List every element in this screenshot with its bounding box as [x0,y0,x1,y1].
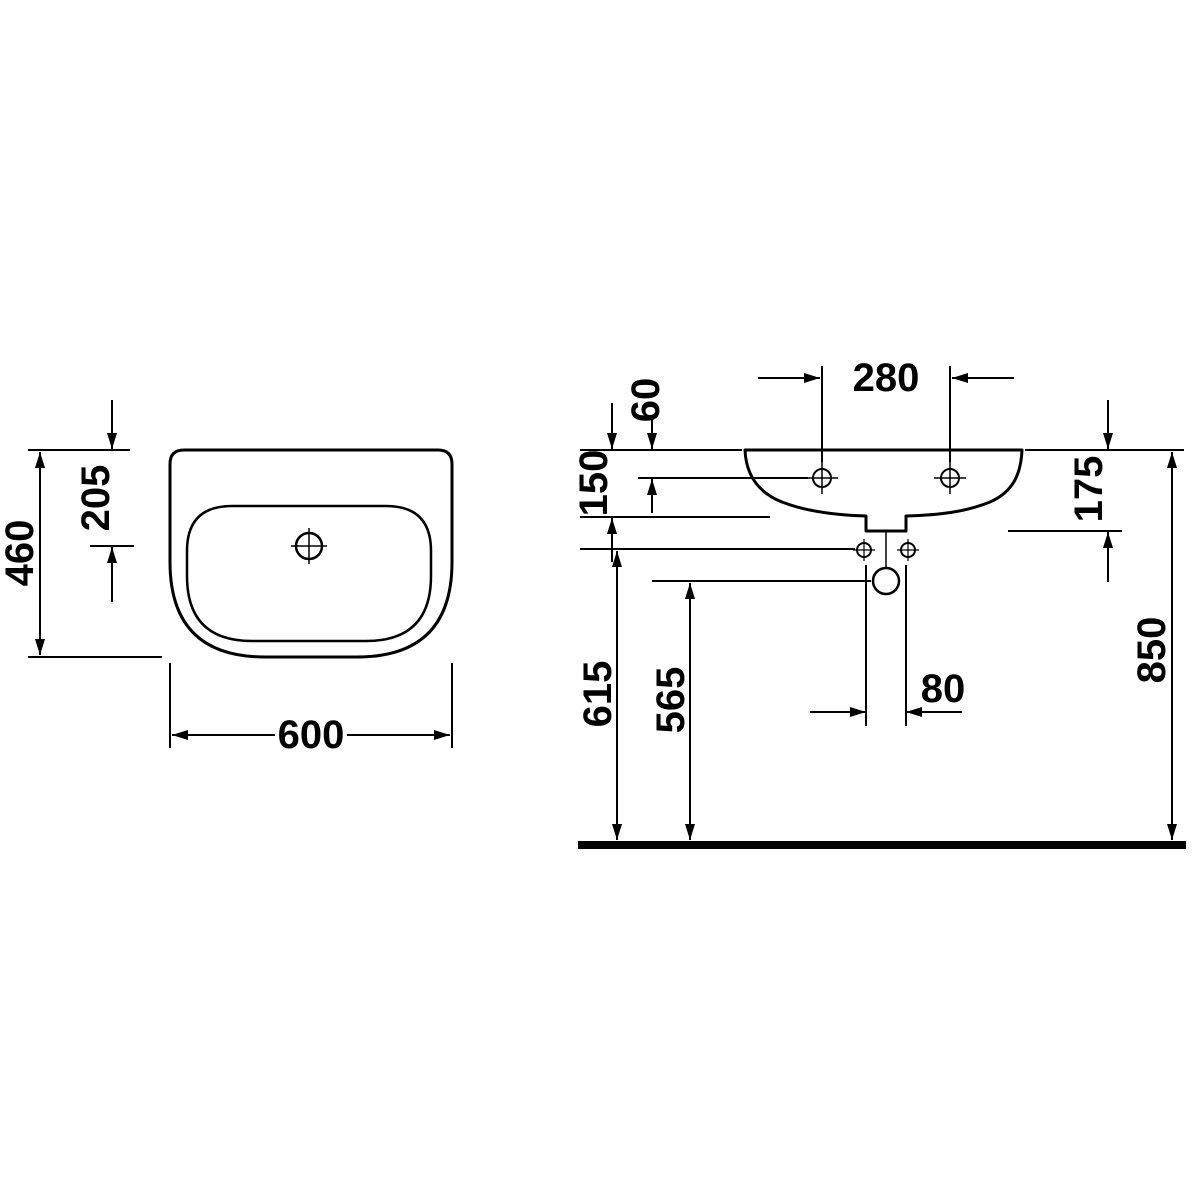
fixing-hole-right [897,539,919,561]
dim-label-205: 205 [74,465,118,532]
dim-label-615: 615 [576,661,620,728]
top-view-bowl-inner-outline [185,504,433,643]
front-tap-hole-right [934,462,966,494]
dim-label-280: 280 [853,356,920,400]
dim-label-80: 80 [921,667,966,711]
dim-label-175: 175 [1067,456,1111,523]
top-view: 460 205 600 [0,400,454,757]
dim-label-460: 460 [0,520,42,587]
dim-label-150: 150 [572,450,616,517]
dim-label-565: 565 [649,667,693,734]
front-view-basin-profile [743,448,1024,533]
tap-hole-symbol [291,528,327,564]
dim-label-60: 60 [624,378,668,423]
front-tap-hole-left [806,462,838,494]
top-view-basin-outline [168,448,454,659]
dim-label-850: 850 [1130,617,1174,684]
fixing-hole-left [853,539,875,561]
dim-label-600-backing [275,713,347,757]
drain-outlet-circle [871,566,901,596]
dim-label-600: 600 [278,713,345,757]
front-view: 280 60 150 175 615 565 80 850 [572,356,1186,849]
